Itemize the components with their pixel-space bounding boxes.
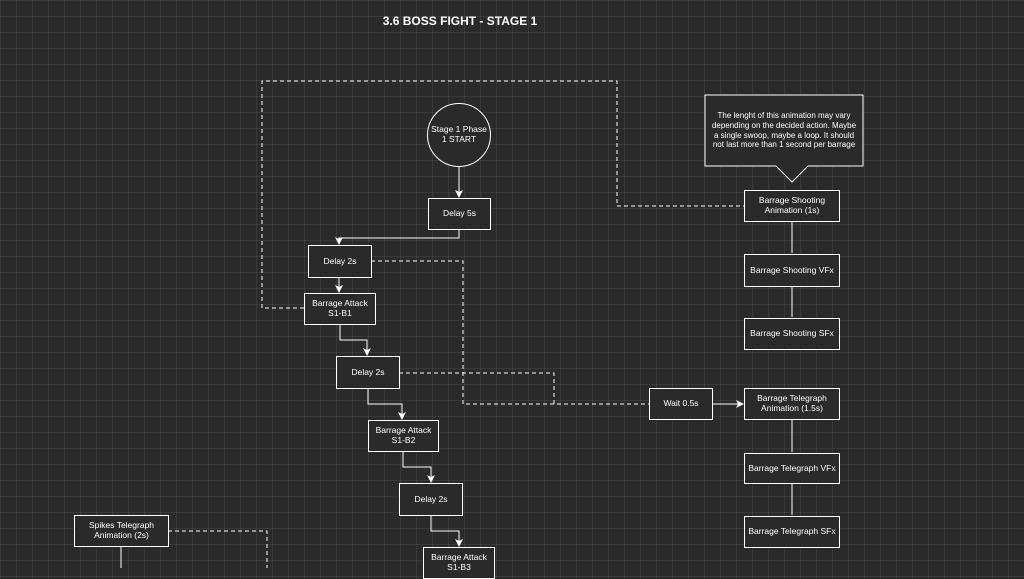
dashed-link-delay2a-to-wait <box>371 260 649 405</box>
wait-0-5s-node[interactable]: Wait 0.5s <box>649 388 713 420</box>
edge-b2-to-delay2c <box>402 452 435 483</box>
barrage-shooting-animation-node[interactable]: Barrage Shooting Animation (1s) <box>744 190 840 222</box>
delay-2s-node-b[interactable]: Delay 2s <box>336 356 400 389</box>
dashed-link-spikes-right <box>168 530 268 568</box>
edge-b1-to-delay2b <box>339 325 371 356</box>
dashed-link-b1-to-shooting-anim <box>261 80 744 309</box>
callout-shape <box>704 94 864 183</box>
edge-delay5-to-delay2a <box>335 230 460 245</box>
spikes-telegraph-node[interactable]: Spikes Telegraph Animation (2s) <box>74 515 169 547</box>
delay-2s-node-a[interactable]: Delay 2s <box>308 245 372 278</box>
barrage-attack-b1-node[interactable]: Barrage Attack S1-B1 <box>304 293 376 325</box>
delay-5s-node[interactable]: Delay 5s <box>428 198 491 230</box>
barrage-attack-b3-node[interactable]: Barrage Attack S1-B3 <box>423 547 495 579</box>
barrage-shooting-sfx-node[interactable]: Barrage Shooting SFx <box>744 318 840 350</box>
edge-delay2c-to-b3 <box>430 516 463 547</box>
page-title: 3.6 BOSS FIGHT - STAGE 1 <box>382 14 538 28</box>
dashed-link-delay2b-to-wait <box>399 372 555 404</box>
start-node[interactable]: Stage 1 Phase 1 START <box>427 103 491 167</box>
animation-length-note: The lenght of this animation may vary de… <box>711 111 857 150</box>
barrage-telegraph-animation-node[interactable]: Barrage Telegraph Animation (1.5s) <box>744 388 840 420</box>
delay-2s-node-c[interactable]: Delay 2s <box>399 483 463 516</box>
barrage-telegraph-sfx-node[interactable]: Barrage Telegraph SFx <box>744 516 840 548</box>
barrage-telegraph-vfx-node[interactable]: Barrage Telegraph VFx <box>744 453 840 484</box>
barrage-shooting-vfx-node[interactable]: Barrage Shooting VFx <box>744 254 840 287</box>
barrage-attack-b2-node[interactable]: Barrage Attack S1-B2 <box>368 420 439 452</box>
edge-delay2b-to-b2 <box>367 389 406 420</box>
